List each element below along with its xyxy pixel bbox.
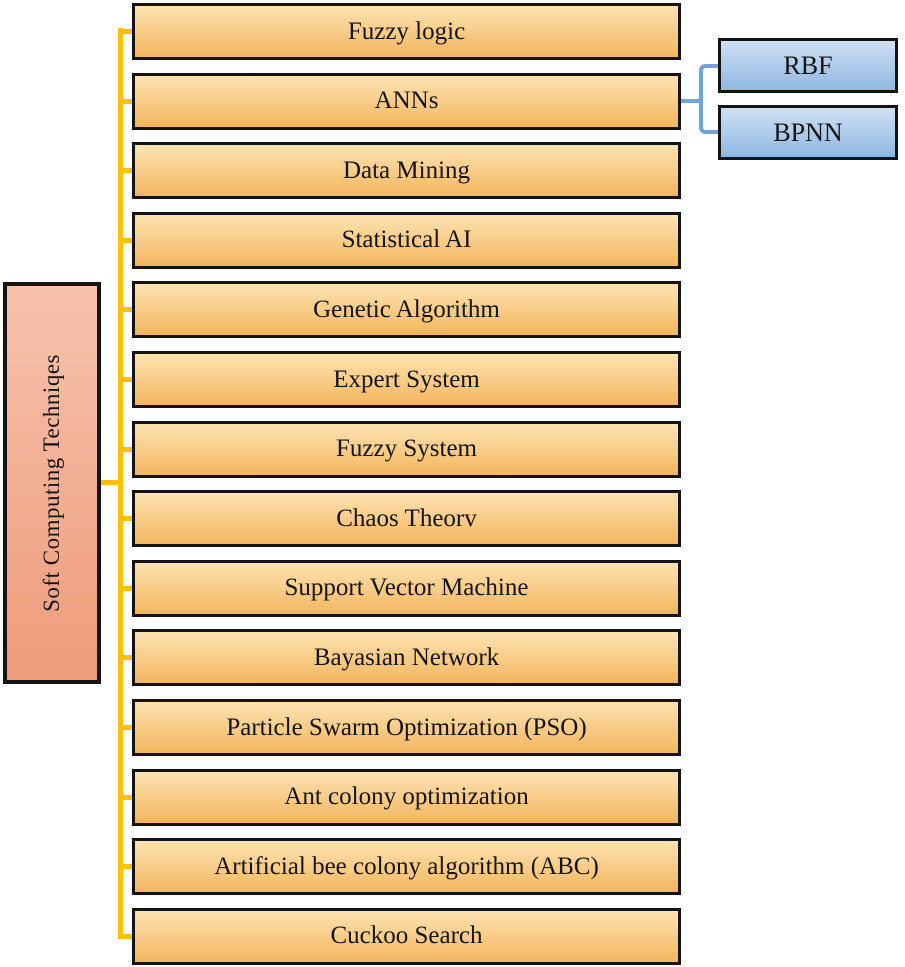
connector-stub bbox=[118, 516, 133, 522]
connector-stub bbox=[118, 307, 133, 313]
technique-node: Chaos Theorv bbox=[132, 490, 681, 548]
trunk-connector-line bbox=[118, 28, 123, 938]
technique-node: Support Vector Machine bbox=[132, 559, 681, 617]
technique-node: Bayasian Network bbox=[132, 629, 681, 687]
connector-stub bbox=[118, 29, 133, 34]
technique-node: Data Mining bbox=[132, 142, 681, 200]
technique-node: Particle Swarm Optimization (PSO) bbox=[132, 699, 681, 756]
connector-stub bbox=[118, 237, 133, 243]
technique-node: Ant colony optimization bbox=[132, 768, 681, 826]
connector-stub bbox=[118, 725, 133, 730]
connector-stub bbox=[118, 377, 133, 382]
child-node-rbf: RBF bbox=[718, 38, 898, 93]
child-node-rbf-label: RBF bbox=[783, 50, 833, 80]
child-node-bpnn: BPNN bbox=[718, 105, 898, 160]
connector-stub bbox=[118, 655, 133, 661]
connector-stub bbox=[118, 794, 133, 800]
technique-node: Cuckoo Search bbox=[132, 907, 681, 965]
connector-stub bbox=[118, 168, 133, 174]
technique-node: Statistical AI bbox=[132, 211, 681, 269]
connector-stub bbox=[118, 585, 133, 591]
connector-stub bbox=[118, 933, 133, 939]
root-node-label: Soft Computing Techniqes bbox=[39, 354, 64, 612]
technique-node: Genetic Algorithm bbox=[132, 281, 681, 339]
technique-node: Expert System bbox=[132, 351, 681, 408]
connector-stub bbox=[118, 864, 133, 870]
technique-node: ANNs bbox=[132, 72, 681, 130]
root-connector-line bbox=[97, 480, 119, 485]
technique-node: Fuzzy logic bbox=[132, 3, 681, 60]
child-node-bpnn-label: BPNN bbox=[773, 117, 843, 147]
technique-node: Artificial bee colony algorithm (ABC) bbox=[132, 838, 681, 896]
connector-stub bbox=[118, 98, 133, 104]
technique-node: Fuzzy System bbox=[132, 420, 681, 478]
root-node-soft-computing-techniques: Soft Computing Techniqes bbox=[3, 282, 101, 684]
connector-stub bbox=[118, 446, 133, 452]
